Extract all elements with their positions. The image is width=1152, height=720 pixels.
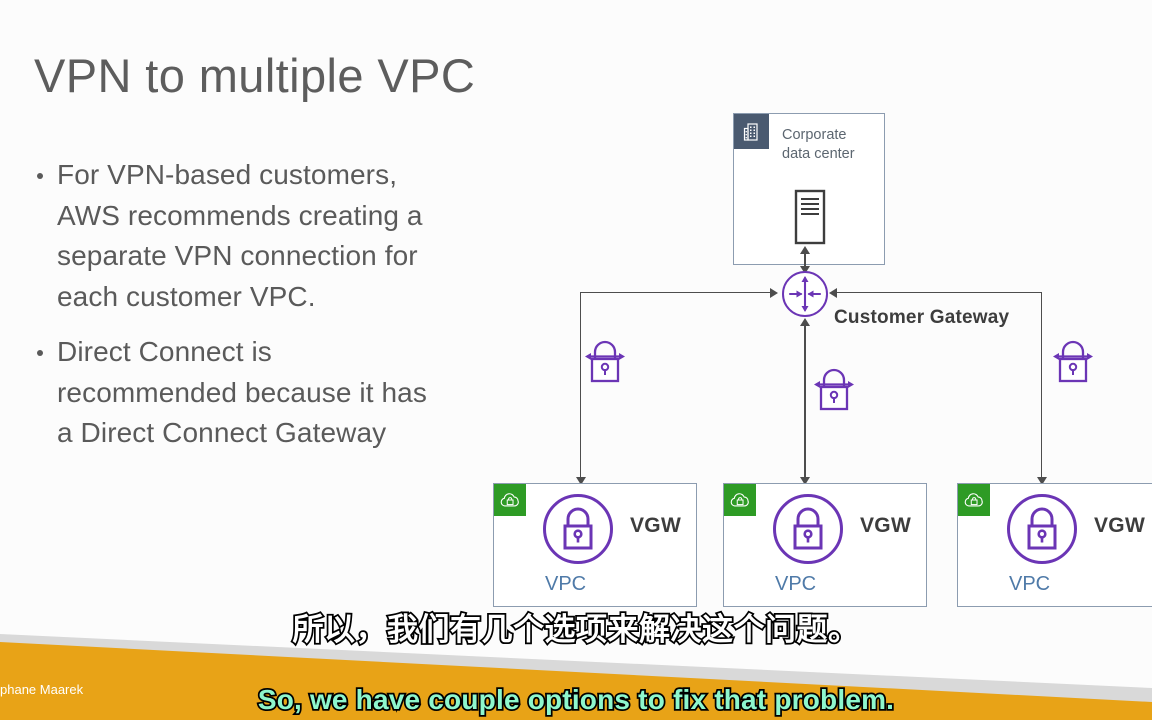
bullet-list: For VPN-based customers, AWS recommends …	[30, 155, 430, 454]
vpc-cloud-lock-icon-2	[724, 484, 756, 516]
connector-drop-vpc-3	[1041, 292, 1043, 482]
bullet-item-1: For VPN-based customers, AWS recommends …	[30, 155, 430, 317]
vpc-label-2: VPC	[775, 573, 817, 595]
connector-drop-vpc-1	[580, 292, 582, 482]
corp-label-line-1: Corporate	[782, 127, 847, 143]
virtual-private-gateway-icon-1	[541, 492, 615, 566]
vpc-cloud-lock-icon-3	[958, 484, 990, 516]
connector-server-to-cgw	[804, 248, 806, 272]
arrowhead-bus-left-into-cgw	[770, 288, 778, 298]
vpc-label-1: VPC	[545, 573, 587, 595]
vpc-cloud-lock-icon-1	[494, 484, 526, 516]
arrowhead-to-server	[800, 246, 810, 254]
vpc-box-3: VGW VPC	[957, 483, 1152, 607]
vgw-label-1: VGW	[630, 514, 682, 537]
subtitle-english: So, we have couple options to fix that p…	[256, 682, 896, 717]
vpc-box-1: VGW VPC	[493, 483, 697, 607]
virtual-private-gateway-icon-3	[1005, 492, 1079, 566]
vpn-connection-icon-2	[811, 365, 857, 415]
vpn-connection-icon-3	[1050, 337, 1096, 387]
connector-bus-right	[836, 292, 1041, 294]
bullet-item-2: Direct Connect is recommended because it…	[30, 332, 430, 454]
page-title: VPN to multiple VPC	[34, 49, 476, 102]
customer-gateway-label: Customer Gateway	[834, 307, 1010, 328]
arrowhead-middle-into-cgw	[800, 318, 810, 326]
connector-drop-vpc-2	[804, 320, 806, 482]
building-icon	[734, 114, 769, 149]
footer-banner	[0, 642, 1152, 720]
vpc-box-2: VGW VPC	[723, 483, 927, 607]
vgw-label-2: VGW	[860, 514, 912, 537]
author-name: phane Maarek	[0, 682, 84, 697]
arrowhead-into-vpc-3	[1036, 477, 1047, 485]
server-rack-icon	[788, 189, 832, 245]
vpc-label-3: VPC	[1009, 573, 1051, 595]
corporate-data-center-box: Corporate data center	[733, 113, 885, 265]
arrowhead-to-cgw	[800, 266, 810, 274]
connector-bus-left	[580, 292, 775, 294]
subtitle-chinese: 所以，我们有几个选项来解决这个问题。	[291, 610, 861, 649]
arrowhead-into-vpc-2	[800, 477, 810, 485]
arrowhead-bus-right-into-cgw	[829, 288, 837, 298]
customer-gateway-icon	[781, 270, 829, 318]
arrowhead-into-vpc-1	[575, 477, 586, 485]
corp-label-line-2: data center	[782, 146, 855, 162]
vpn-connection-icon-1	[582, 337, 628, 387]
virtual-private-gateway-icon-2	[771, 492, 845, 566]
corporate-data-center-label: Corporate data center	[782, 126, 882, 164]
vgw-label-3: VGW	[1094, 514, 1146, 537]
